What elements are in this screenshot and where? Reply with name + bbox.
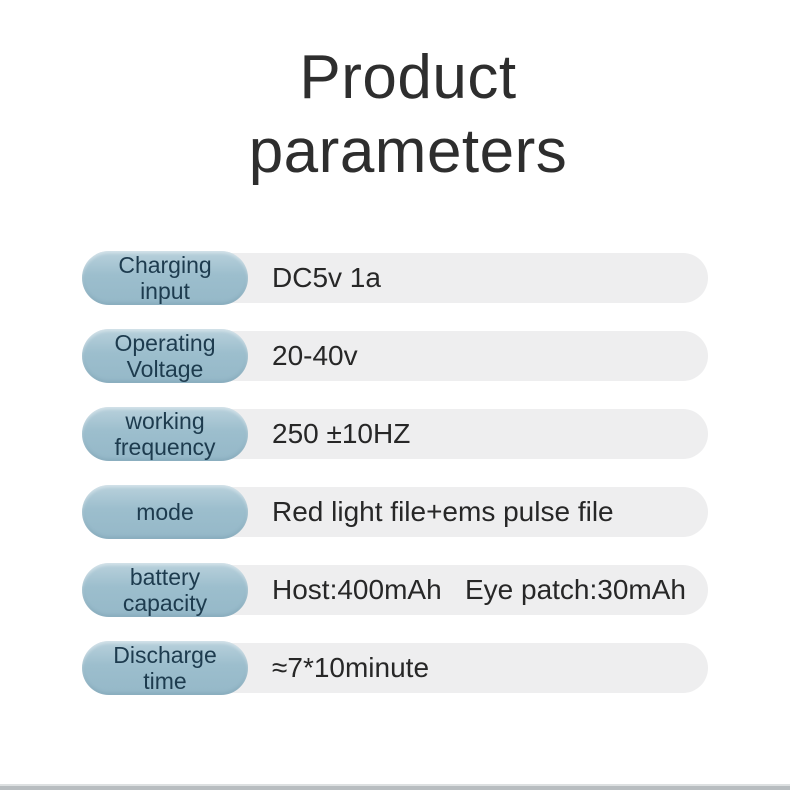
parameter-row: Charging input DC5v 1a xyxy=(82,251,708,305)
parameter-label: mode xyxy=(136,499,194,525)
parameter-value: 20-40v xyxy=(272,340,358,371)
parameter-label: Discharge time xyxy=(113,642,217,694)
bottom-divider xyxy=(0,784,790,790)
parameter-label-pill: Charging input xyxy=(82,251,248,305)
parameter-value: DC5v 1a xyxy=(272,262,381,293)
parameter-label: working frequency xyxy=(114,408,216,460)
parameter-label-pill: Discharge time xyxy=(82,641,248,695)
parameter-label: Charging input xyxy=(118,252,212,304)
page-title-line1: Product xyxy=(299,43,517,112)
parameter-label-pill: working frequency xyxy=(82,407,248,461)
parameter-row: Operating Voltage 20-40v xyxy=(82,329,708,383)
parameter-value: 250 ±10HZ xyxy=(272,418,411,449)
parameter-label-pill: Operating Voltage xyxy=(82,329,248,383)
page-title-line2: parameters xyxy=(248,117,568,186)
parameter-row: Discharge time ≈7*10minute xyxy=(82,641,708,695)
parameter-value: ≈7*10minute xyxy=(272,652,430,683)
parameter-value: Host:400mAh Eye patch:30mAh xyxy=(272,574,686,605)
parameter-label-pill: battery capacity xyxy=(82,563,248,617)
parameter-label: battery capacity xyxy=(122,564,208,616)
parameter-row: working frequency 250 ±10HZ xyxy=(82,407,708,461)
parameter-label-pill: mode xyxy=(82,485,248,539)
parameters-list: Charging input DC5v 1a Operating Voltage… xyxy=(82,251,708,695)
parameter-value: Red light file+ems pulse file xyxy=(272,496,614,527)
parameter-row: battery capacity Host:400mAh Eye patch:3… xyxy=(82,563,708,617)
parameter-label: Operating Voltage xyxy=(114,330,216,382)
parameter-row: mode Red light file+ems pulse file xyxy=(82,485,708,539)
